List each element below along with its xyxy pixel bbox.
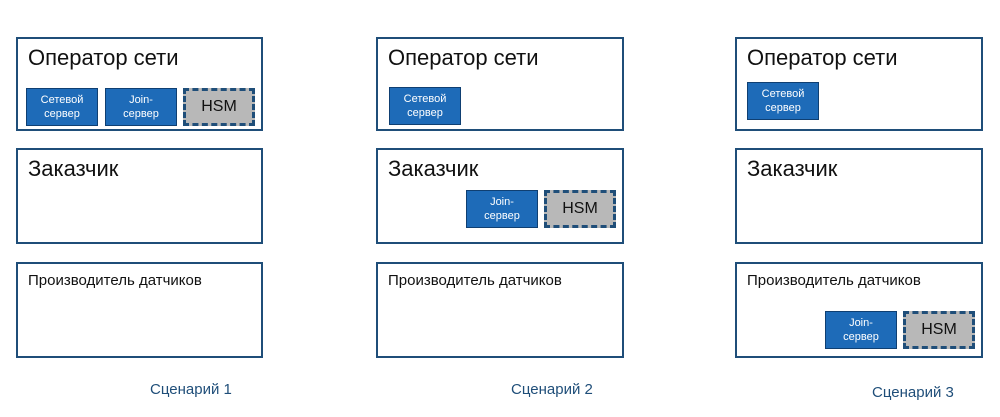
hsm-module: HSM xyxy=(183,88,255,126)
scenario-3-label: Сценарий 3 xyxy=(872,384,954,401)
hsm-module: HSM xyxy=(544,190,616,228)
hsm-module: HSM xyxy=(903,311,975,349)
scenario-3-customer-panel: Заказчик xyxy=(735,148,983,244)
network-server-chip: Сетевой сервер xyxy=(26,88,98,126)
join-server-chip: Join- сервер xyxy=(825,311,897,349)
operator-title: Оператор сети xyxy=(747,45,898,70)
scenario-1-manufacturer-panel: Производитель датчиков xyxy=(16,262,263,358)
scenario-3-operator-panel: Оператор сети Сетевой сервер xyxy=(735,37,983,131)
customer-title: Заказчик xyxy=(28,156,119,181)
scenario-1-label: Сценарий 1 xyxy=(150,381,232,398)
scenario-2-label: Сценарий 2 xyxy=(511,381,593,398)
customer-title: Заказчик xyxy=(747,156,838,181)
scenario-2-customer-panel: Заказчик Join- сервер HSM xyxy=(376,148,624,244)
scenario-3-manufacturer-panel: Производитель датчиков Join- сервер HSM xyxy=(735,262,983,358)
scenario-2-operator-panel: Оператор сети Сетевой сервер xyxy=(376,37,624,131)
operator-title: Оператор сети xyxy=(388,45,539,70)
join-server-chip: Join- сервер xyxy=(105,88,177,126)
network-server-chip: Сетевой сервер xyxy=(389,87,461,125)
scenario-2-manufacturer-panel: Производитель датчиков xyxy=(376,262,624,358)
join-server-chip: Join- сервер xyxy=(466,190,538,228)
customer-title: Заказчик xyxy=(388,156,479,181)
manufacturer-title: Производитель датчиков xyxy=(388,272,562,289)
manufacturer-title: Производитель датчиков xyxy=(28,272,202,289)
operator-title: Оператор сети xyxy=(28,45,179,70)
network-server-chip: Сетевой сервер xyxy=(747,82,819,120)
scenario-1-operator-panel: Оператор сети Сетевой сервер Join- серве… xyxy=(16,37,263,131)
scenario-1-customer-panel: Заказчик xyxy=(16,148,263,244)
manufacturer-title: Производитель датчиков xyxy=(747,272,921,289)
